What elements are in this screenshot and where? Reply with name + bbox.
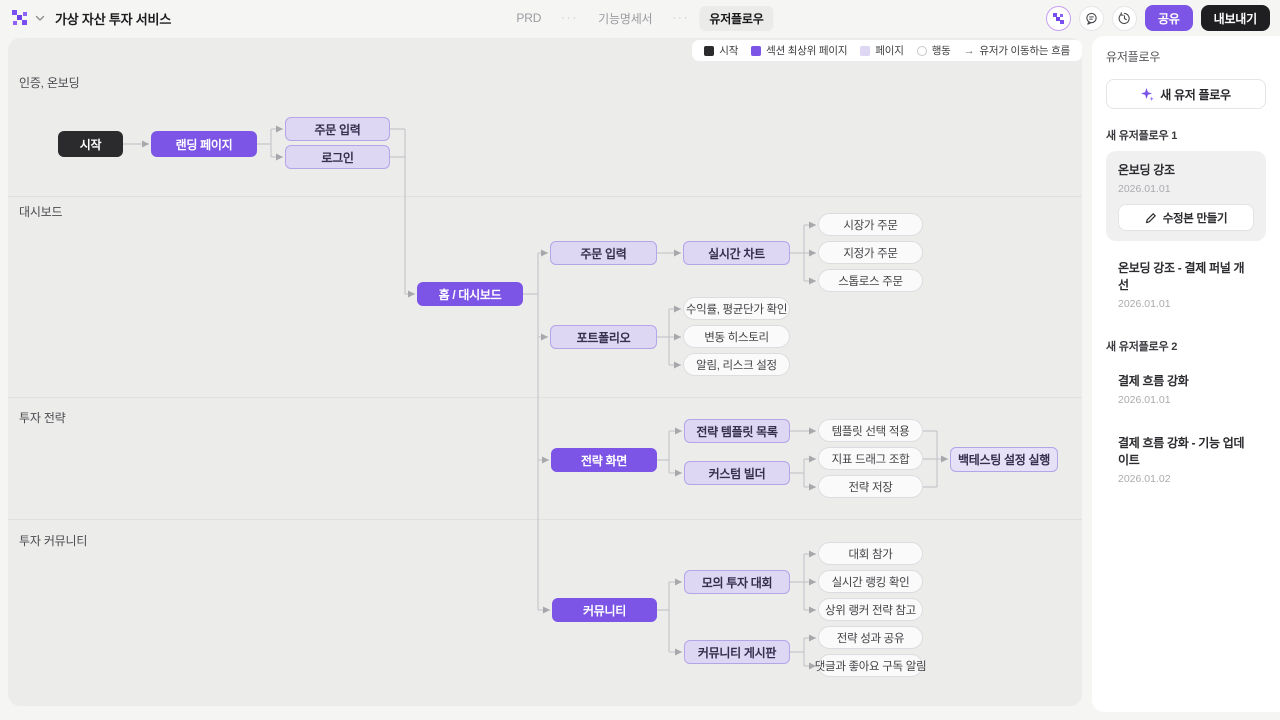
- new-userflow-button[interactable]: 새 유저 플로우: [1106, 79, 1266, 109]
- legend-item-start: 시작: [704, 43, 738, 58]
- tab-spec[interactable]: 기능명세서: [598, 11, 653, 26]
- chat-bubble-icon: [1086, 12, 1097, 25]
- flow-arrow-icon: →: [963, 44, 975, 57]
- sidebar-title: 유저플로우: [1106, 50, 1161, 64]
- flow-group-label: 새 유저플로우 2: [1106, 341, 1178, 353]
- export-button[interactable]: 내보내기: [1200, 5, 1270, 31]
- flow-card-date: 2026.01.01: [1118, 298, 1171, 310]
- flow-card-onboarding-funnel[interactable]: 온보딩 강조 - 결제 퍼널 개선 2026.01.01: [1106, 249, 1266, 320]
- legend-item-top-page: 섹션 최상위 페이지: [751, 43, 847, 58]
- action-swatch-icon: [916, 45, 927, 56]
- flow-node-strategy-screen[interactable]: 전략 화면: [551, 448, 657, 472]
- page-swatch-icon: [860, 45, 871, 56]
- topbar-actions: 공유 내보내기: [1045, 5, 1270, 31]
- section-label-dashboard: 대시보드: [19, 205, 63, 219]
- flow-card-payment-update[interactable]: 결제 흐름 강화 - 기능 업데이트 2026.01.02: [1106, 424, 1266, 495]
- flow-node-backtesting-run[interactable]: 백테스팅 설정 실행: [950, 447, 1058, 472]
- flow-node-strategy-save[interactable]: 전략 저장: [818, 475, 923, 498]
- flow-card-title: 온보딩 강조 - 결제 퍼널 개선: [1118, 261, 1245, 292]
- share-button[interactable]: 공유: [1144, 5, 1193, 31]
- avatar[interactable]: [1045, 5, 1071, 31]
- flow-node-home-dashboard[interactable]: 홈 / 대시보드: [417, 282, 523, 306]
- flow-node-strategy-template-list[interactable]: 전략 템플릿 목록: [684, 419, 790, 443]
- section-divider: [8, 397, 1082, 398]
- chevron-down-icon: [35, 15, 45, 21]
- flow-node-realtime-chart[interactable]: 실시간 차트: [683, 241, 790, 265]
- flow-node-community[interactable]: 커뮤니티: [552, 598, 657, 622]
- flow-node-strategy-share[interactable]: 전략 성과 공유: [818, 626, 923, 649]
- sparkle-icon: [1141, 87, 1155, 101]
- flow-node-indicator-drag[interactable]: 지표 드래그 조합: [818, 447, 923, 470]
- section-label-strategy: 투자 전략: [19, 411, 66, 425]
- flow-canvas[interactable]: 시작 섹션 최상위 페이지 페이지 행동 → 유저가 이동하는 흐름 인증, 온…: [8, 38, 1082, 706]
- flow-node-template-apply[interactable]: 템플릿 선택 적용: [818, 419, 923, 442]
- flow-node-custom-builder[interactable]: 커스텀 빌더: [684, 461, 790, 485]
- legend-label: 유저가 이동하는 흐름: [979, 45, 1070, 57]
- history-clock-icon: [1118, 11, 1130, 24]
- flow-node-stoploss-order[interactable]: 스톱로스 주문: [818, 269, 923, 292]
- userflow-sidebar: 유저플로우 새 유저 플로우 새 유저플로우 1 온보딩 강조 2026.01.…: [1092, 36, 1280, 712]
- flow-node-mock-contest[interactable]: 모의 투자 대회: [684, 570, 790, 594]
- flow-node-contest-join[interactable]: 대회 참가: [818, 542, 923, 565]
- section-divider: [8, 196, 1082, 197]
- legend-label: 페이지: [875, 45, 904, 57]
- section-divider: [8, 519, 1082, 520]
- flow-node-profit-avg-check[interactable]: 수익률, 평균단가 확인: [683, 297, 790, 320]
- flow-card-date: 2026.01.02: [1118, 473, 1171, 485]
- flow-card-title: 온보딩 강조: [1118, 163, 1175, 177]
- flow-card-date: 2026.01.01: [1118, 183, 1171, 195]
- flow-node-realtime-ranking[interactable]: 실시간 랭킹 확인: [818, 570, 923, 593]
- legend-item-flow: → 유저가 이동하는 흐름: [963, 43, 1071, 58]
- section-label-community: 투자 커뮤니티: [19, 534, 88, 548]
- app-logo-icon: [12, 9, 27, 25]
- new-userflow-label: 새 유저 플로우: [1160, 87, 1231, 102]
- topbar: 가상 자산 투자 서비스 PRD ··· 기능명세서 ··· 유저플로우: [0, 0, 1280, 36]
- page-title: 가상 자산 투자 서비스: [55, 11, 172, 27]
- legend-item-action: 행동: [916, 43, 951, 58]
- tab-userflow[interactable]: 유저플로우: [699, 5, 774, 31]
- flow-node-order-entry-onboarding[interactable]: 주문 입력: [285, 117, 390, 141]
- top-page-swatch-icon: [751, 45, 762, 56]
- flow-node-change-history[interactable]: 변동 히스토리: [683, 325, 790, 348]
- flow-node-market-order[interactable]: 시장가 주문: [818, 213, 923, 236]
- flow-card-title: 결제 흐름 강화 - 기능 업데이트: [1118, 436, 1245, 467]
- legend: 시작 섹션 최상위 페이지 페이지 행동 → 유저가 이동하는 흐름: [692, 40, 1082, 61]
- avatar-pixel-icon: [1052, 12, 1064, 24]
- flow-node-top-ranker-strategy[interactable]: 상위 랭커 전략 참고: [818, 598, 923, 621]
- workspace-switcher[interactable]: [12, 9, 45, 27]
- tab-separator: ···: [672, 12, 690, 24]
- create-revision-label: 수정본 만들기: [1162, 212, 1228, 225]
- flow-node-portfolio[interactable]: 포트폴리오: [550, 325, 657, 349]
- flow-node-limit-order[interactable]: 지정가 주문: [818, 241, 923, 264]
- section-label-auth: 인증, 온보딩: [19, 76, 80, 90]
- flow-node-landing-page[interactable]: 랜딩 페이지: [151, 131, 257, 157]
- flow-node-community-board[interactable]: 커뮤니티 게시판: [684, 640, 790, 664]
- legend-label: 섹션 최상위 페이지: [766, 45, 848, 57]
- flow-node-start[interactable]: 시작: [58, 131, 123, 157]
- legend-label: 시작: [719, 45, 739, 57]
- history-button[interactable]: [1111, 5, 1137, 31]
- comments-button[interactable]: [1078, 5, 1104, 31]
- legend-item-page: 페이지: [860, 43, 904, 58]
- flow-node-alert-risk-setting[interactable]: 알림, 리스크 설정: [683, 353, 790, 376]
- flow-node-comment-like-alert[interactable]: 댓글과 좋아요 구독 알림: [815, 654, 927, 677]
- document-tabs: PRD ··· 기능명세서 ··· 유저플로우: [506, 5, 774, 31]
- flow-card-payment[interactable]: 결제 흐름 강화 2026.01.01: [1106, 362, 1266, 416]
- tab-separator: ···: [561, 12, 579, 24]
- flow-group-label: 새 유저플로우 1: [1106, 130, 1178, 142]
- flow-card-date: 2026.01.01: [1118, 394, 1171, 406]
- pencil-icon: [1145, 212, 1156, 223]
- flow-card-onboarding[interactable]: 온보딩 강조 2026.01.01 수정본 만들기: [1106, 151, 1266, 241]
- legend-label: 행동: [931, 45, 951, 57]
- start-swatch-icon: [704, 45, 715, 56]
- flow-node-order-entry[interactable]: 주문 입력: [550, 241, 657, 265]
- tab-prd[interactable]: PRD: [516, 11, 542, 25]
- flow-card-title: 결제 흐름 강화: [1118, 374, 1189, 388]
- create-revision-button[interactable]: 수정본 만들기: [1118, 204, 1254, 231]
- flow-node-login[interactable]: 로그인: [285, 145, 390, 169]
